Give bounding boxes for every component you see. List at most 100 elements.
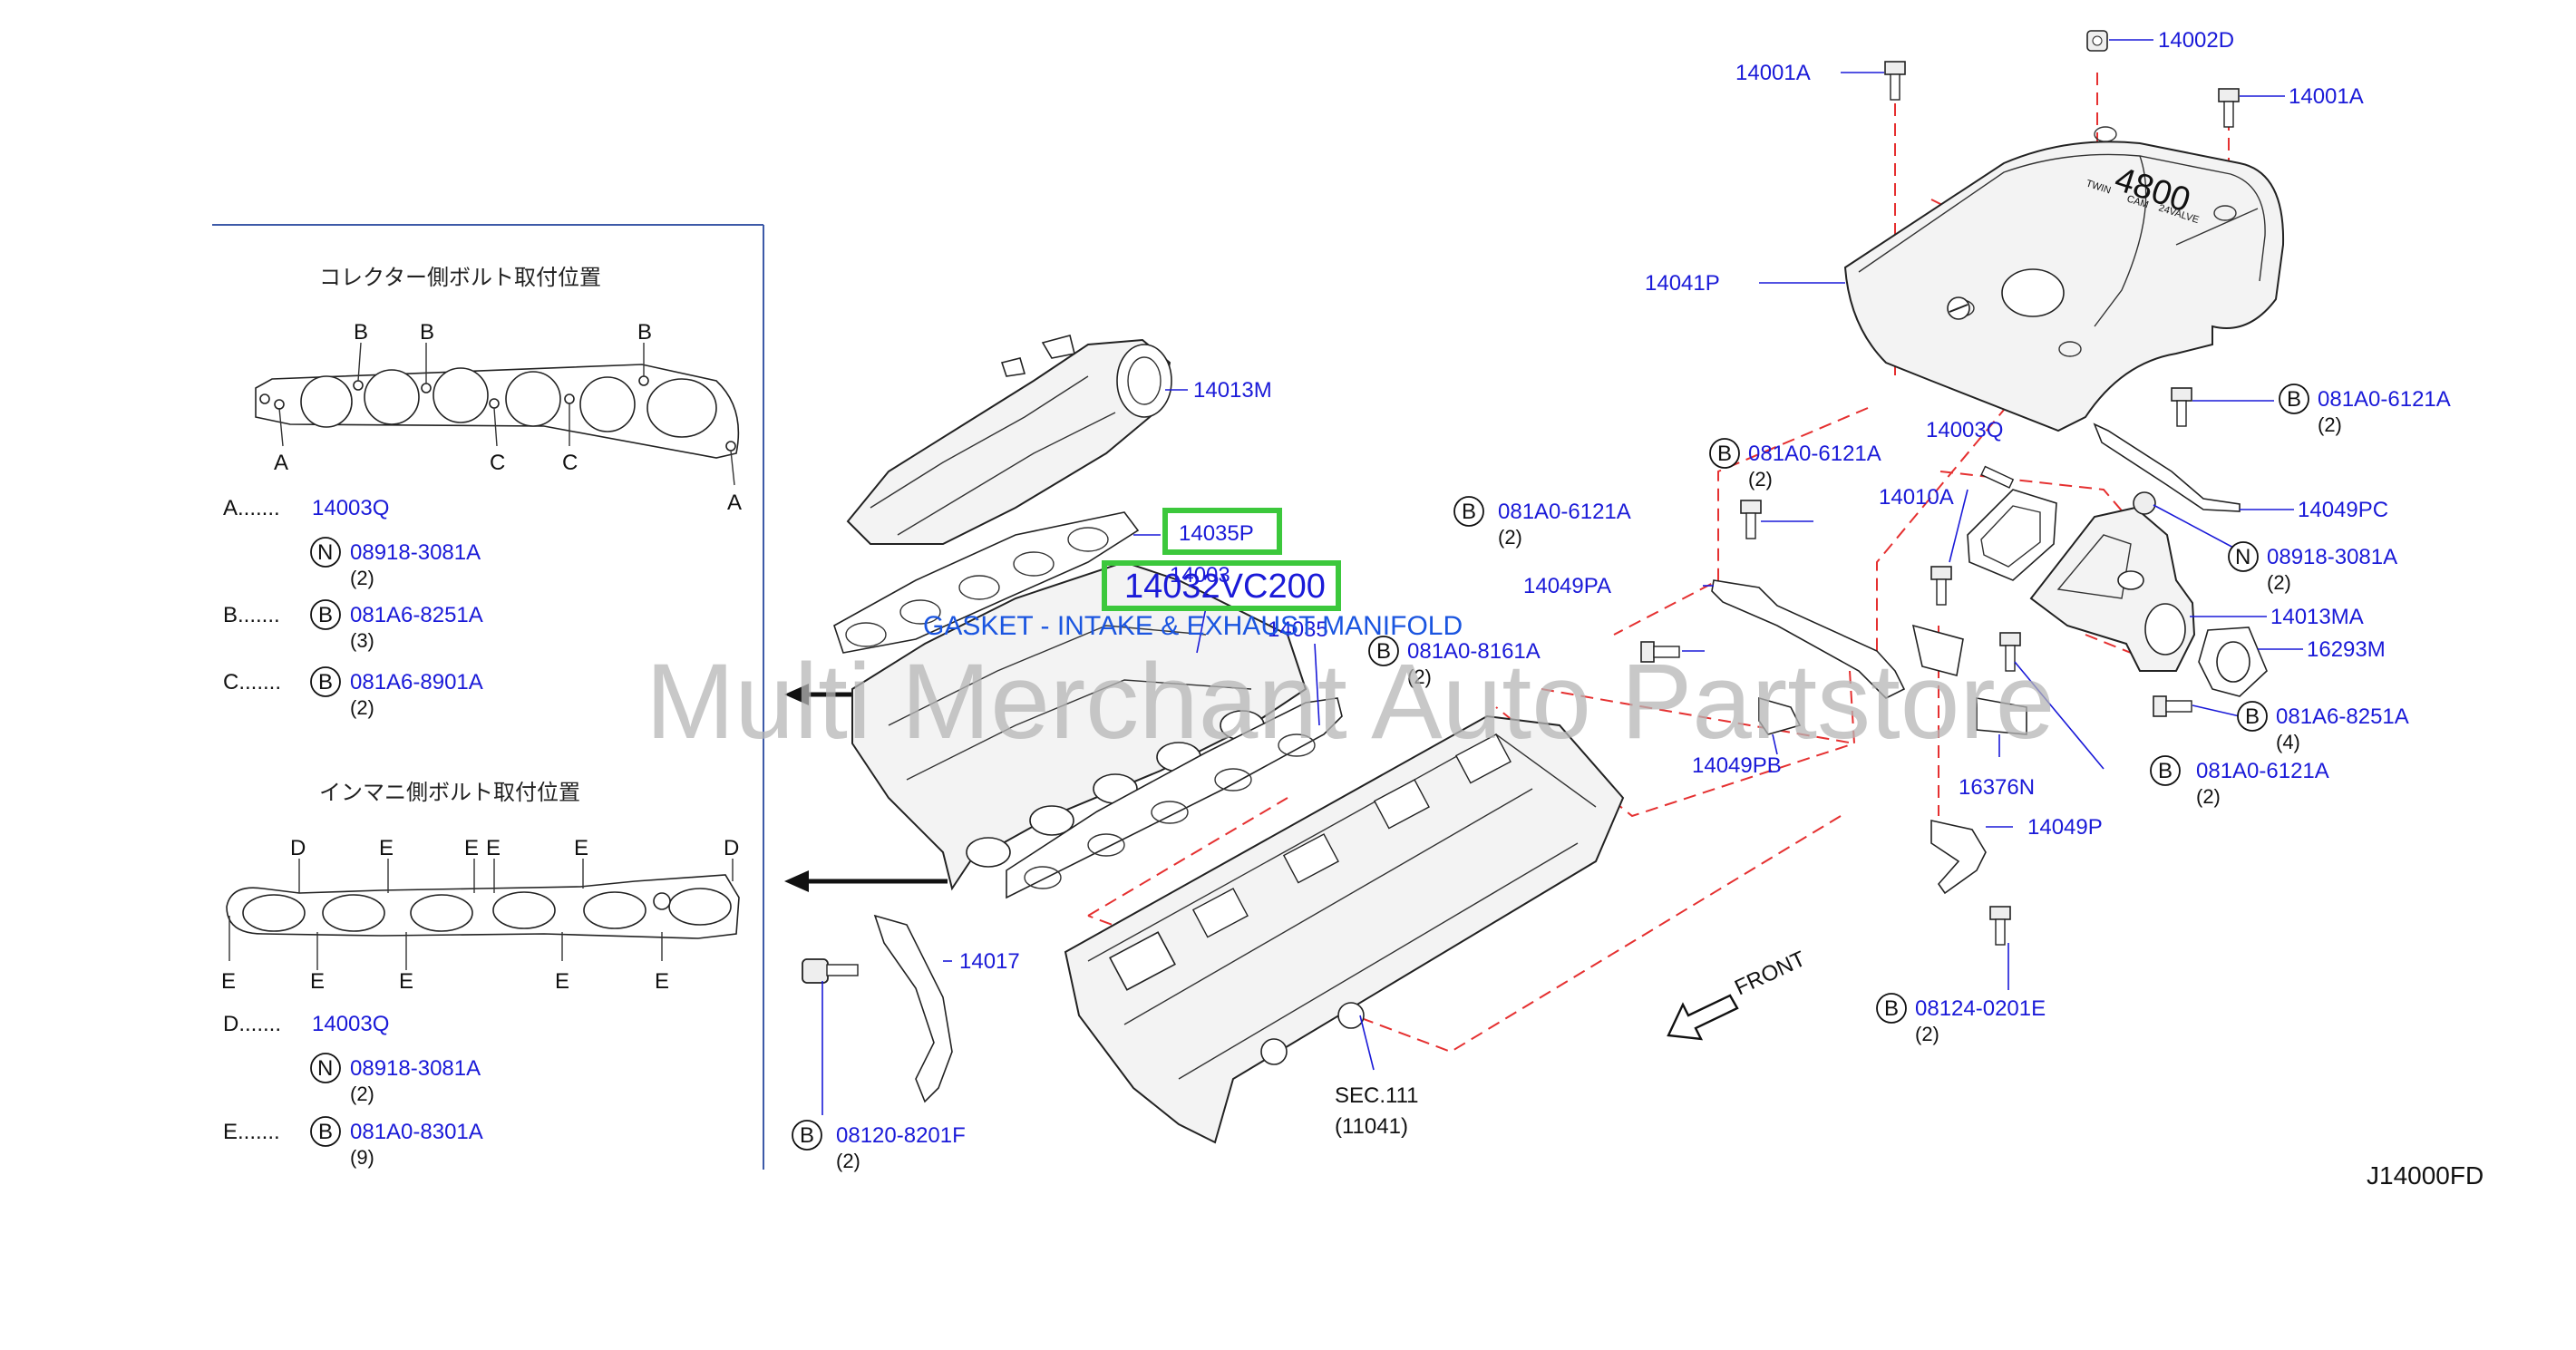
legend-top-part-b[interactable]: 081A6-8251A: [350, 603, 483, 627]
marker-e1: E: [379, 836, 394, 860]
bolt-icon: [1930, 566, 1952, 606]
highlight-box-14035p: [1162, 508, 1282, 555]
legend-top-title: コレクター側ボルト取付位置: [319, 265, 601, 290]
callout-14003[interactable]: 14003: [1170, 563, 1230, 588]
callout-r2-circle: B: [1717, 442, 1732, 466]
callout-r3-circle: B: [1462, 500, 1476, 524]
b-circle-icon: [1709, 438, 1740, 469]
n-circle-icon: [310, 537, 341, 568]
legend-bottom-part-d[interactable]: 14003Q: [312, 1012, 389, 1036]
legend-bottom-part-n[interactable]: 08918-3081A: [350, 1056, 481, 1081]
callout-14049pa[interactable]: 14049PA: [1523, 574, 1611, 598]
legend-top-key-b: B.......: [223, 603, 280, 627]
legend-bottom-title: インマニ側ボルト取付位置: [319, 780, 580, 805]
callout-sec111[interactable]: SEC.111: [1335, 1083, 1419, 1108]
callout-14049pc[interactable]: 14049PC: [2298, 498, 2388, 522]
legend-bottom-qty-e: (9): [350, 1146, 374, 1169]
legend-bottom-part-e[interactable]: 081A0-8301A: [350, 1120, 483, 1144]
marker-b2: B: [420, 320, 434, 345]
marker-b3: B: [637, 320, 652, 345]
callout-14017[interactable]: 14017: [959, 949, 1020, 974]
callout-14010a[interactable]: 14010A: [1879, 485, 1954, 510]
legend-bottom-circle-n: N: [317, 1056, 333, 1081]
callout-14001a-right[interactable]: 14001A: [2289, 84, 2364, 109]
marker-e4: E: [574, 836, 588, 860]
marker-d1: D: [290, 836, 306, 860]
callout-14049pb[interactable]: 14049PB: [1692, 753, 1782, 778]
callout-8251a-qty: (4): [2276, 731, 2300, 753]
callout-14013ma[interactable]: 14013MA: [2270, 605, 2364, 629]
callout-14035[interactable]: 14035: [1268, 617, 1328, 642]
n-circle-icon: [2228, 541, 2259, 572]
b-circle-icon: [2150, 755, 2181, 786]
b-circle-icon: [1876, 993, 1907, 1024]
legend-bottom-key-e: E.......: [223, 1120, 280, 1144]
callout-16293m[interactable]: 16293M: [2307, 637, 2386, 662]
b-circle-icon: [310, 666, 341, 697]
callout-081a0-8161a[interactable]: 081A0-8161A: [1407, 639, 1541, 664]
callout-n-circle: N: [2235, 545, 2250, 569]
callout-14002d[interactable]: 14002D: [2158, 28, 2234, 53]
legend-top-qty-c: (2): [350, 696, 374, 719]
front-arrow-icon: [1667, 994, 1739, 1041]
bracket-14049pc: [2093, 422, 2241, 512]
engine-cover: [1843, 126, 2285, 432]
bracket-14049pa: [1711, 579, 1906, 699]
callout-r2-qty: (2): [1748, 468, 1773, 490]
marker-a2: A: [727, 490, 742, 515]
callout-8161a-circle: B: [1376, 639, 1391, 664]
callout-14041p[interactable]: 14041P: [1645, 271, 1720, 296]
marker-a1: A: [274, 451, 288, 475]
callout-081a0-6121a-r2[interactable]: 081A0-6121A: [1748, 442, 1881, 466]
intake-gasket-drawing: [226, 859, 740, 970]
callout-081a6-8251a[interactable]: 081A6-8251A: [2276, 704, 2409, 729]
legend-top-circle-b: B: [318, 603, 333, 627]
callout-081a0-6121a-r3[interactable]: 081A0-6121A: [1498, 500, 1631, 524]
gasket-16293m: [2198, 626, 2268, 697]
n-circle-icon: [310, 1053, 341, 1083]
marker-b1: B: [354, 320, 368, 345]
legend-top-part-a[interactable]: 14003Q: [312, 496, 389, 520]
callout-8161a-qty: (2): [1407, 665, 1432, 688]
marker-e8: E: [555, 969, 569, 994]
callout-r4-qty: (2): [2196, 785, 2221, 808]
callout-14049p[interactable]: 14049P: [2027, 815, 2103, 840]
callout-08120-8201f[interactable]: 08120-8201F: [836, 1123, 966, 1148]
gasket-14035p: [833, 511, 1140, 654]
marker-c1: C: [490, 451, 505, 475]
callout-14001a-left[interactable]: 14001A: [1735, 61, 1811, 85]
callout-14035p[interactable]: 14035P: [1179, 521, 1254, 546]
callout-r3-qty: (2): [1498, 526, 1522, 549]
callout-081a0-6121a-r4[interactable]: 081A0-6121A: [2196, 759, 2329, 783]
legend-top-part-n[interactable]: 08918-3081A: [350, 540, 481, 565]
callout-8201f-circle: B: [800, 1123, 814, 1148]
callout-16376n[interactable]: 16376N: [1959, 775, 2035, 800]
callout-8251a-circle: B: [2245, 704, 2260, 729]
callout-08918-3081a[interactable]: 08918-3081A: [2267, 545, 2397, 569]
stud-icon: [1980, 465, 2015, 489]
legend-top-part-c[interactable]: 081A6-8901A: [350, 670, 483, 694]
callout-081a0-6121a-r1[interactable]: 081A0-6121A: [2318, 387, 2451, 412]
callout-sec111-sub: (11041): [1335, 1114, 1408, 1139]
callout-14003q[interactable]: 14003Q: [1926, 418, 2003, 442]
b-circle-icon: [1368, 636, 1399, 666]
callout-r4-circle: B: [2158, 759, 2173, 783]
b-circle-icon: [2237, 701, 2268, 732]
legend-bottom-qty-n: (2): [350, 1083, 374, 1105]
arrow-left-icon: [784, 870, 948, 892]
legend-top-key-c: C.......: [223, 670, 281, 694]
bolt-icon: [1640, 641, 1680, 663]
watermark: Multi Merchant Auto Partstore: [646, 642, 2055, 762]
callout-14013m[interactable]: 14013M: [1193, 378, 1272, 403]
callout-08124-0201e[interactable]: 08124-0201E: [1915, 996, 2046, 1021]
highlight-part-number[interactable]: 14032VC200: [1124, 568, 1326, 606]
bolt-icon: [1740, 500, 1762, 539]
b-circle-icon: [310, 599, 341, 630]
legend-bottom-circle-e: B: [318, 1120, 333, 1144]
bolt-icon: [1884, 61, 1906, 101]
bracket-14017: [873, 914, 953, 1103]
legend-top-circle-c: B: [318, 670, 333, 694]
bolt-icon: [802, 958, 859, 984]
